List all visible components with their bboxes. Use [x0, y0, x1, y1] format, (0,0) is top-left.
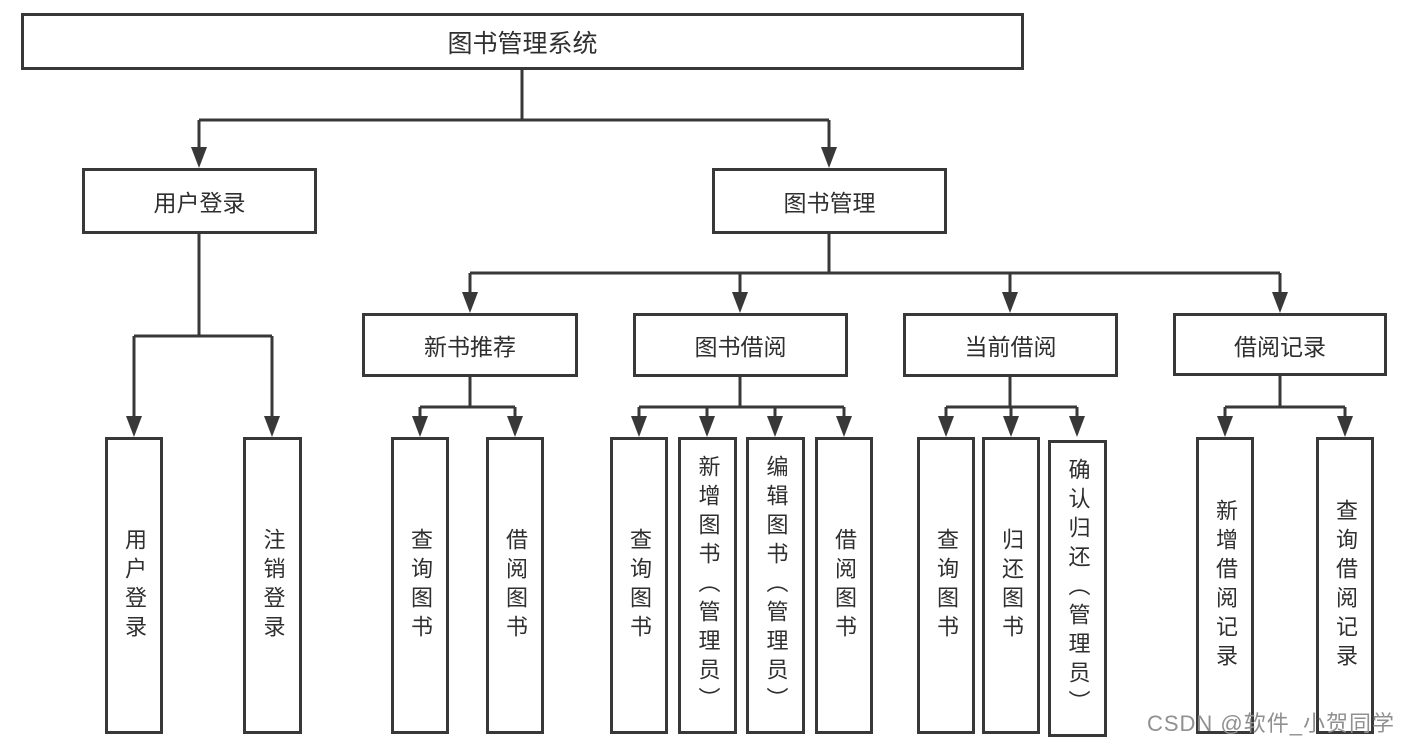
leaf-query-books-1: 查询图书 [391, 437, 449, 734]
node-new-book-recommend-label: 新书推荐 [424, 334, 516, 360]
csdn-watermark: CSDN @软件_小贺同学 [1146, 711, 1395, 736]
node-root-label: 图书管理系统 [447, 29, 598, 58]
leaf-add-borrow-record-label: 新增借阅记录 [1213, 498, 1238, 673]
leaf-logout: 注销登录 [243, 437, 302, 734]
leaf-confirm-return-admin: 确认归还（管理员） [1048, 440, 1107, 737]
node-borrow-records-label: 借阅记录 [1234, 333, 1326, 360]
node-book-borrow-label: 图书借阅 [694, 334, 787, 360]
leaf-query-borrow-record: 查询借阅记录 [1316, 437, 1374, 734]
leaf-edit-books-admin-label: 编辑图书（管理员） [763, 455, 789, 716]
leaf-logout-label: 注销登录 [260, 527, 286, 644]
node-user-login: 用户登录 [82, 168, 317, 234]
node-borrow-records: 借阅记录 [1173, 313, 1387, 376]
leaf-confirm-return-admin-label: 确认归还（管理员） [1065, 458, 1091, 719]
leaf-user-login-label: 用户登录 [122, 527, 147, 644]
leaf-user-login: 用户登录 [105, 437, 163, 734]
node-book-management-label: 图书管理 [783, 190, 876, 216]
leaf-query-books-3-label: 查询图书 [934, 527, 959, 644]
node-new-book-recommend: 新书推荐 [362, 313, 578, 377]
leaf-borrow-books-1-label: 借阅图书 [503, 527, 528, 644]
leaf-query-books-1-label: 查询图书 [408, 527, 433, 644]
leaf-add-borrow-record: 新增借阅记录 [1196, 437, 1254, 734]
node-current-borrow: 当前借阅 [903, 313, 1118, 377]
leaf-return-books: 归还图书 [982, 437, 1040, 734]
leaf-query-books-2: 查询图书 [610, 437, 668, 734]
leaf-borrow-books-1: 借阅图书 [486, 437, 544, 734]
leaf-add-books-admin-label: 新增图书（管理员） [695, 455, 721, 716]
node-book-borrow: 图书借阅 [633, 313, 848, 377]
leaf-borrow-books-2-label: 借阅图书 [832, 527, 857, 644]
node-book-management: 图书管理 [712, 168, 947, 234]
arrowhead-icons [126, 147, 1353, 437]
leaf-query-books-2-label: 查询图书 [627, 527, 652, 644]
node-root-system: 图书管理系统 [21, 13, 1024, 70]
leaf-query-books-3: 查询图书 [917, 437, 975, 734]
leaf-add-books-admin: 新增图书（管理员） [678, 437, 737, 734]
node-current-borrow-label: 当前借阅 [964, 334, 1057, 360]
leaf-edit-books-admin: 编辑图书（管理员） [746, 437, 805, 734]
leaf-return-books-label: 归还图书 [999, 527, 1024, 644]
leaf-query-borrow-record-label: 查询借阅记录 [1333, 498, 1358, 673]
leaf-borrow-books-2: 借阅图书 [815, 437, 873, 734]
node-user-login-label: 用户登录 [153, 190, 246, 216]
